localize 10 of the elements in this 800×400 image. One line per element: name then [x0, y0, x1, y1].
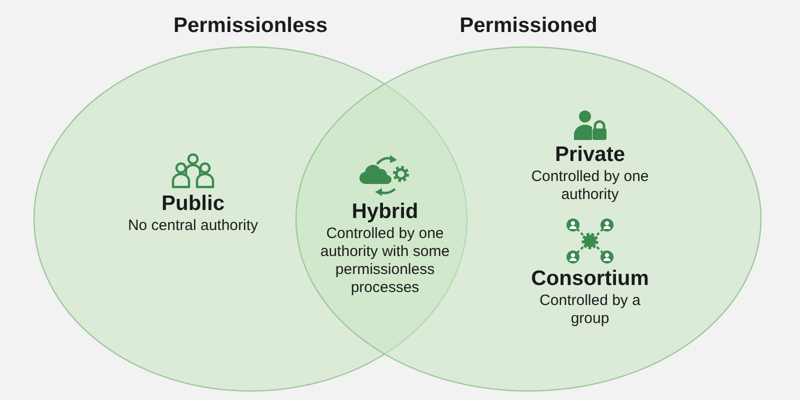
category-description: Controlled by one authority with some permissionless processes [319, 225, 451, 297]
category-title: Private [554, 143, 626, 167]
category-description: Controlled by a group [538, 292, 642, 328]
set-heading: Permissionless [173, 13, 328, 39]
category-title: Public [161, 192, 224, 216]
category-description: No central authority [128, 217, 258, 235]
set-heading: Permissioned [460, 13, 598, 39]
category-description: Controlled by one authority [530, 168, 650, 204]
category-title: Hybrid [352, 200, 418, 224]
category-title: Consortium [531, 267, 649, 291]
